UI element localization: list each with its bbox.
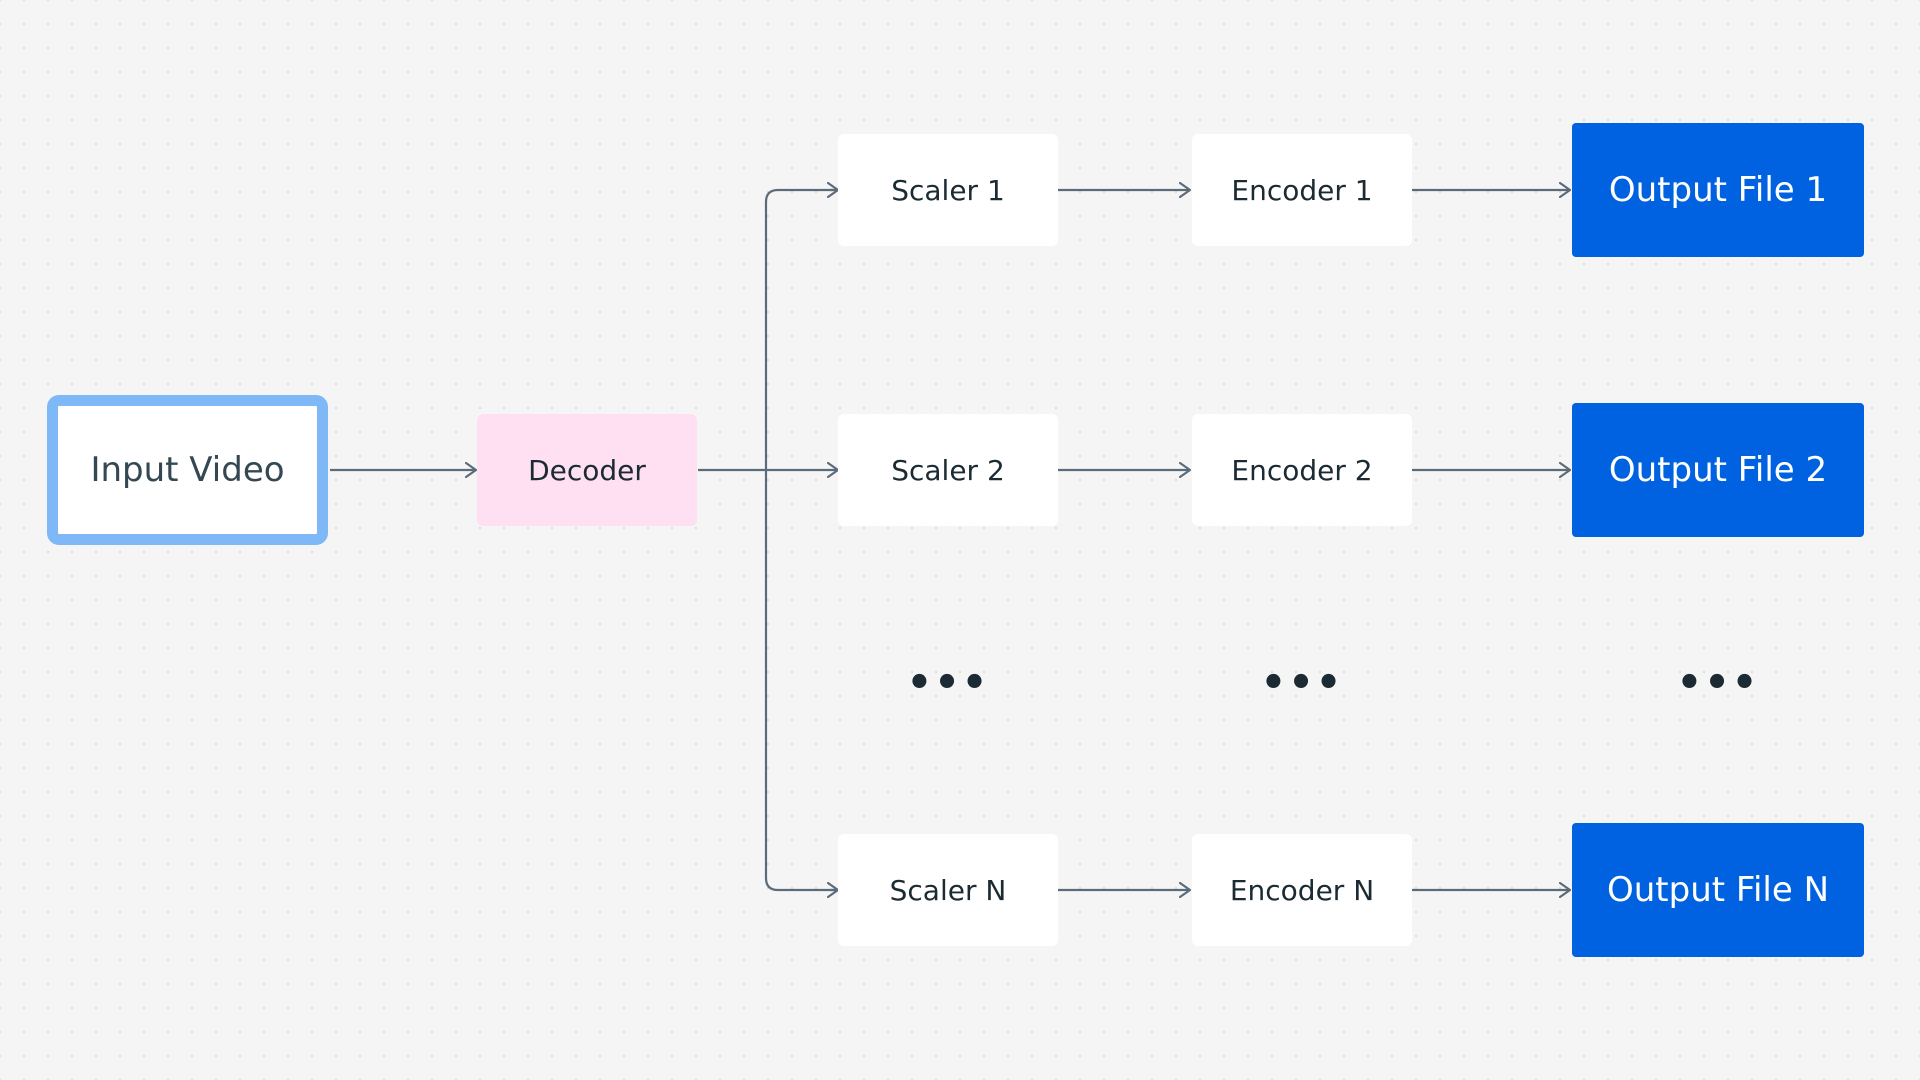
- edge-bus-vertical: [764, 188, 838, 892]
- input-video-node: Input Video: [47, 395, 328, 545]
- output-file-1-label: Output File 1: [1608, 170, 1828, 210]
- encoder-ellipsis: •••: [1260, 660, 1344, 706]
- output-ellipsis: •••: [1676, 660, 1760, 706]
- scaler-n-label: Scaler N: [889, 873, 1007, 907]
- scaler-n-node: Scaler N: [838, 834, 1058, 946]
- encoder-n-node: Encoder N: [1192, 834, 1412, 946]
- output-file-2-node: Output File 2: [1572, 403, 1864, 537]
- scaler-1-label: Scaler 1: [891, 173, 1005, 207]
- output-file-n-node: Output File N: [1572, 823, 1864, 957]
- encoder-n-label: Encoder N: [1229, 873, 1375, 907]
- output-file-2-label: Output File 2: [1608, 450, 1828, 490]
- encoder-2-node: Encoder 2: [1192, 414, 1412, 526]
- encoder-1-node: Encoder 1: [1192, 134, 1412, 246]
- encoder-1-label: Encoder 1: [1231, 173, 1373, 207]
- input-video-label: Input Video: [90, 450, 285, 490]
- scaler-2-node: Scaler 2: [838, 414, 1058, 526]
- decoder-node: Decoder: [477, 414, 697, 526]
- output-file-n-label: Output File N: [1606, 870, 1830, 910]
- scaler-1-node: Scaler 1: [838, 134, 1058, 246]
- encoder-2-label: Encoder 2: [1231, 453, 1373, 487]
- decoder-label: Decoder: [528, 453, 646, 487]
- scaler-ellipsis: •••: [906, 660, 990, 706]
- scaler-2-label: Scaler 2: [891, 453, 1005, 487]
- output-file-1-node: Output File 1: [1572, 123, 1864, 257]
